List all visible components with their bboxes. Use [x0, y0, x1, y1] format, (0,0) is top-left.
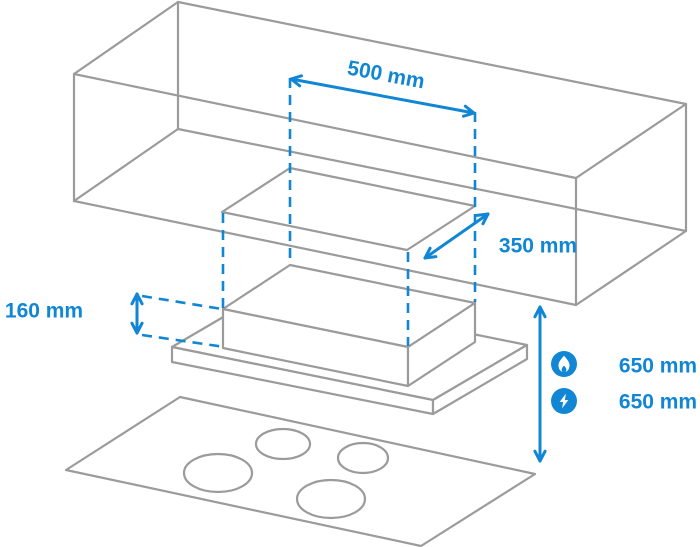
burner-large-left	[182, 452, 254, 494]
cabinet-box	[72, 0, 688, 307]
dimension-arrows	[130, 74, 547, 463]
plate-right-face	[431, 343, 529, 416]
burner-large-front	[295, 478, 367, 520]
arrowhead	[130, 292, 144, 306]
hob-type-icons	[551, 351, 577, 414]
lightning-bolt-icon	[551, 388, 577, 414]
gas-clearance-label: 650 mm	[619, 355, 697, 378]
depth-dimension-arrow	[423, 212, 490, 260]
projection-guides	[141, 78, 477, 349]
burner-small-right	[336, 441, 390, 475]
arrowhead	[289, 74, 304, 88]
arrowhead	[461, 104, 476, 118]
cooktop-outline	[64, 395, 537, 547]
cabinet-bottom-face	[72, 127, 688, 307]
burner-small-back	[254, 427, 312, 461]
arrowhead	[423, 246, 438, 260]
hood-right-face	[406, 301, 477, 388]
cabinet-top-face	[72, 0, 688, 180]
cutout-width-label: 500 mm	[345, 57, 426, 94]
flame-glyph	[558, 355, 570, 373]
electric-clearance-label: 650 mm	[619, 391, 697, 414]
hood-height-label: 160 mm	[5, 300, 83, 323]
arrowhead	[533, 449, 547, 463]
guide-line	[141, 294, 223, 311]
width-dimension-arrow	[289, 77, 476, 115]
bolt-glyph	[559, 393, 569, 409]
arrowhead	[533, 305, 547, 319]
cooktop-panel	[64, 395, 537, 547]
cutout-depth-label: 350 mm	[499, 235, 577, 258]
flame-glyph-cutout	[561, 365, 567, 373]
hood-body	[221, 263, 477, 388]
gas-flame-icon	[551, 351, 577, 377]
guide-line	[141, 333, 226, 349]
arrowhead	[475, 212, 490, 226]
arrowhead	[130, 321, 144, 335]
